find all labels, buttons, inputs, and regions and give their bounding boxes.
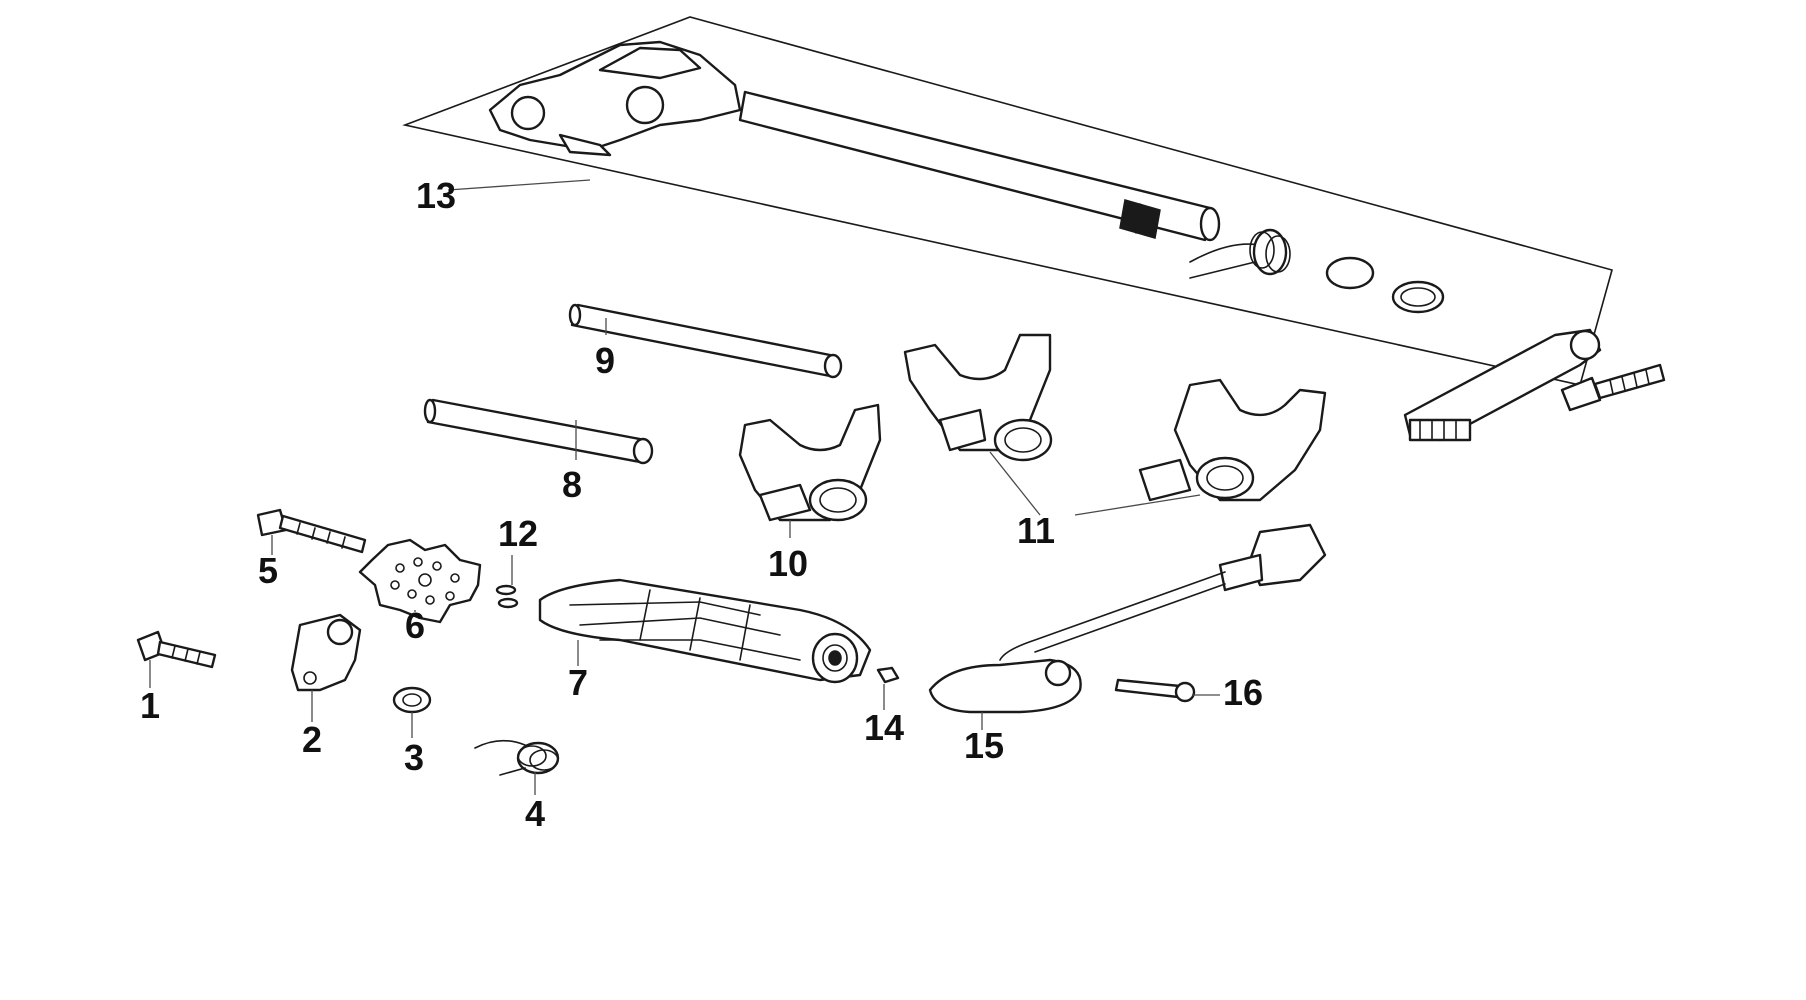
callout-2: 2: [302, 719, 322, 760]
stopper-bolt: [1560, 363, 1666, 412]
part-4-spring: [474, 739, 560, 776]
part-8-fork-shaft: [423, 398, 654, 465]
part-11-shift-fork-lower: [1138, 378, 1327, 502]
callout-14: 14: [864, 707, 904, 748]
part-10-shift-fork: [738, 403, 882, 522]
callout-labels: 1 2 3 4 5 6 7 8 9 10 11 12 13 14 15 16: [140, 175, 1263, 834]
part-13-shift-shaft: [488, 40, 1221, 242]
callout-8: 8: [562, 464, 582, 505]
part-13-return-spring: [1189, 228, 1291, 279]
callout-13: 13: [416, 175, 456, 216]
part-13-washer: [1391, 280, 1445, 314]
part-1-bolt: [136, 630, 217, 669]
callout-12: 12: [498, 513, 538, 554]
part-2-stopper-lever: [290, 613, 362, 692]
part-5-bolt: [256, 508, 367, 554]
stopper-arm: [1403, 328, 1602, 442]
part-16-bolt: [1114, 678, 1196, 703]
part-9-fork-shaft: [568, 303, 843, 379]
leader-lines: [149, 179, 1220, 795]
part-15-gear-position-sensor: [928, 523, 1327, 714]
part-13-circlip: [1325, 256, 1375, 290]
part-6-shift-drum-star-plate: [358, 538, 482, 624]
callout-7: 7: [568, 662, 588, 703]
callout-5: 5: [258, 550, 278, 591]
callout-15: 15: [964, 725, 1004, 766]
part-7-shift-drum: [538, 578, 872, 684]
part-12-pins: [495, 584, 519, 609]
part-11-shift-fork-upper: [903, 333, 1053, 462]
part-14-clip: [876, 666, 900, 684]
callout-11: 11: [1017, 510, 1055, 551]
callout-3: 3: [404, 737, 424, 778]
callout-16: 16: [1223, 672, 1263, 713]
part-3-washer: [392, 686, 432, 714]
callout-4: 4: [525, 793, 545, 834]
callout-6: 6: [405, 605, 425, 646]
callout-10: 10: [768, 543, 808, 584]
callout-9: 9: [595, 340, 615, 381]
part-13-group-frame: [402, 16, 1613, 386]
callout-1: 1: [140, 685, 160, 726]
